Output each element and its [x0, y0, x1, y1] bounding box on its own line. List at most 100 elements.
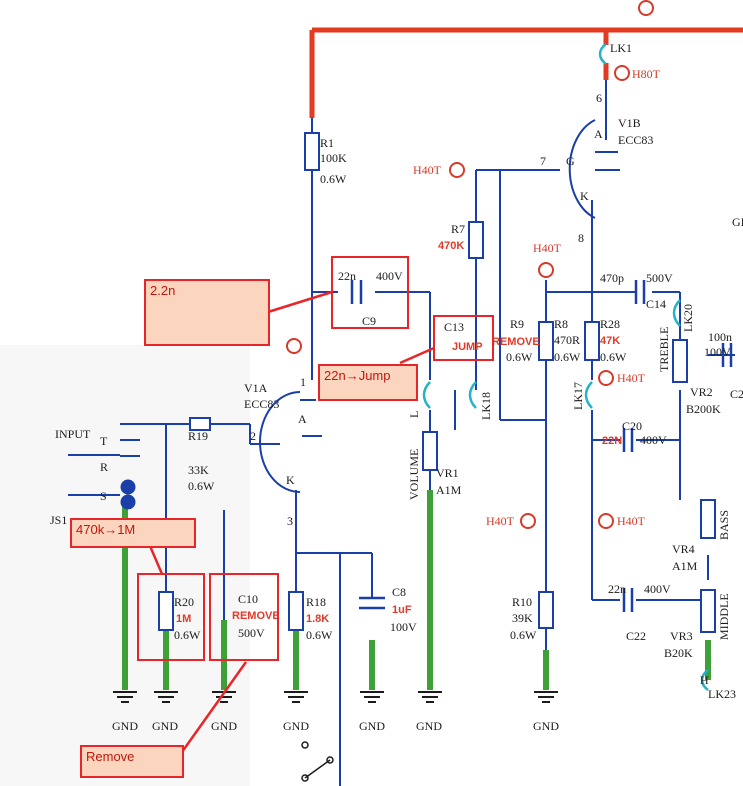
label-r8-pow: 0.6W: [554, 350, 581, 364]
annotation-outlines: [137, 256, 494, 661]
label-r18-val: 1.8K: [306, 613, 329, 625]
wiring: [120, 80, 735, 786]
annotation-470k-1m-text: 470k→1M: [76, 522, 136, 537]
label-r19-pow: 0.6W: [188, 479, 215, 493]
label-c14-cap: 470p: [600, 271, 624, 285]
label-input: INPUT: [55, 427, 91, 441]
label-lk18: LK18: [479, 392, 493, 420]
label-c9-cap: 22n: [338, 269, 356, 283]
switch: [301, 741, 334, 782]
label-r20-pow: 0.6W: [174, 628, 201, 642]
label-cap-100v: 100V: [704, 345, 731, 359]
vertical-labels: VOLUME TREBLE BASS MIDDLE LK17 LK18 LK20…: [407, 304, 731, 640]
label-r19-val: 33K: [188, 463, 209, 477]
label-r10: R10: [512, 595, 532, 609]
label-pin-a-v1a: A: [298, 412, 307, 426]
label-r28-val: 47K: [600, 335, 620, 347]
label-r18-pow: 0.6W: [306, 628, 333, 642]
label-r20-val: 1M: [176, 613, 191, 625]
label-pin2: 2: [250, 429, 256, 443]
annotation-470k-1m: 470k→1M: [70, 518, 196, 548]
label-pin-a-v1b: A: [594, 127, 603, 141]
label-r28-pow: 0.6W: [600, 350, 627, 364]
label-c8: C8: [392, 585, 406, 599]
label-h40t-4: H40T: [486, 514, 515, 528]
label-c22: C22: [626, 629, 646, 643]
label-c9-v: 400V: [376, 269, 403, 283]
label-gnd-5: GND: [359, 719, 385, 733]
capacitors: [350, 280, 733, 612]
resistor-r28: [584, 321, 600, 361]
annotation-remove-text: Remove: [86, 749, 135, 764]
label-c10: C10: [238, 592, 258, 606]
label-r8-val: 470R: [554, 333, 580, 347]
label-lk17: LK17: [571, 382, 585, 410]
annotation-22n-jump: 22n→Jump: [318, 364, 418, 401]
label-c10-v: 500V: [238, 626, 265, 640]
pot-vr1: [422, 431, 438, 471]
pot-vr2: [672, 339, 688, 383]
label-r10-pow: 0.6W: [510, 628, 537, 642]
label-c9: C9: [362, 314, 376, 328]
input-jack: [68, 454, 136, 510]
pot-vr4: [700, 499, 716, 539]
label-lk20: LK20: [681, 304, 695, 332]
label-r7: R7: [451, 222, 465, 236]
link-arcs: [422, 43, 709, 691]
label-r19: R19: [188, 429, 208, 443]
gnd-symbols: [113, 691, 558, 703]
label-lk1: LK1: [610, 41, 632, 55]
label-gnd-4: GND: [283, 719, 309, 733]
label-r28: R28: [600, 317, 620, 331]
label-r1-val: 100K: [320, 151, 347, 165]
label-v1b: V1B: [618, 116, 641, 130]
label-volume: VOLUME: [407, 449, 421, 500]
resistor-r20: [158, 591, 174, 631]
red-labels: 470K JUMP REMOVE 47K 22N 1M REMOVE 1.8K …: [176, 240, 622, 625]
label-c13-note: JUMP: [452, 341, 483, 353]
annotation-leaders: [148, 290, 435, 753]
label-c20-cap: 22N: [602, 435, 622, 447]
resistor-r7: [468, 221, 484, 259]
label-pin3: 3: [287, 514, 293, 528]
label-gnd-6: GND: [416, 719, 442, 733]
label-vr3-val: B20K: [664, 646, 693, 660]
label-s: S: [100, 489, 107, 503]
label-middle: MIDDLE: [717, 593, 731, 640]
label-pin1: 1: [300, 375, 306, 389]
resistor-r1: [304, 132, 320, 171]
hv-tags: [286, 0, 654, 529]
label-gnd-1: GND: [112, 719, 138, 733]
resistor-r18: [288, 591, 304, 631]
label-gnd-2: GND: [152, 719, 178, 733]
label-c20: C20: [622, 419, 642, 433]
label-pin-k-v1b: K: [580, 189, 589, 203]
label-r1: R1: [320, 136, 334, 150]
label-gl: GI: [732, 215, 743, 229]
label-h40t-3: H40T: [617, 371, 646, 385]
hv-tag-labels: H80T H40T H40T H40T H40T H40T: [413, 67, 661, 528]
outline-c13: [433, 315, 494, 361]
label-v1a: V1A: [244, 381, 268, 395]
label-gnd-3: GND: [211, 719, 237, 733]
resistor-r10: [538, 591, 554, 629]
resistor-r8: [538, 321, 554, 361]
pot-vr3: [700, 589, 716, 633]
label-t: T: [100, 434, 108, 448]
label-pin7: 7: [540, 154, 546, 168]
label-gnd-7: GND: [533, 719, 559, 733]
label-vr3: VR3: [670, 629, 693, 643]
annotation-2-2n: 2.2n: [144, 279, 270, 346]
resistors: [158, 132, 716, 633]
label-pin-g-v1b: G: [566, 154, 575, 168]
label-vr1-val: A1M: [436, 483, 462, 497]
label-cap-100n: 100n: [708, 330, 732, 344]
annotation-22n-jump-text: 22n→Jump: [324, 368, 391, 383]
label-r20: R20: [174, 595, 194, 609]
outline-c10: [209, 573, 279, 661]
label-c22-cap: 22n: [608, 582, 626, 596]
label-pin-k-v1a: K: [286, 473, 295, 487]
label-v1a-tube: ECC83: [244, 397, 279, 411]
label-r18: R18: [306, 595, 326, 609]
tube-v1b: [568, 119, 620, 219]
